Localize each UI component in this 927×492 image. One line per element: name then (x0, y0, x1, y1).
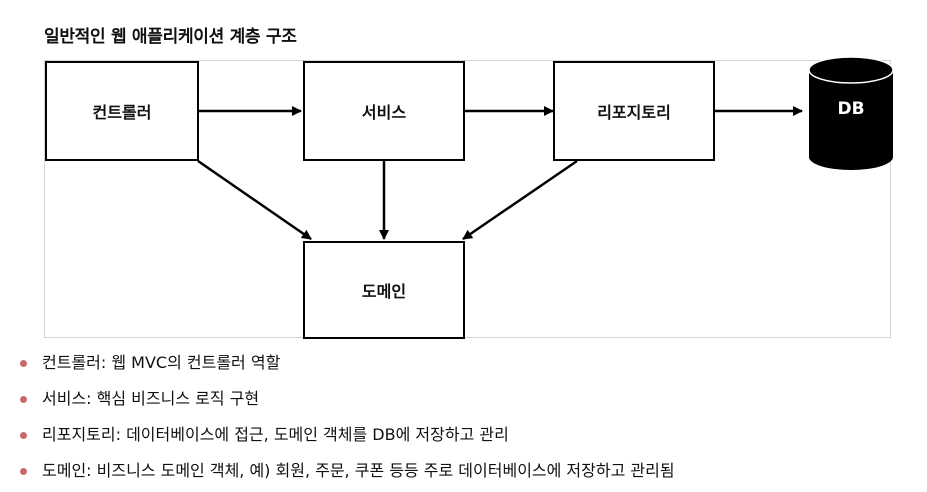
list-item: 리포지토리: 데이터베이스에 접근, 도메인 객체를 DB에 저장하고 관리 (20, 417, 675, 453)
bullet-icon (20, 432, 27, 439)
list-item-text: 리포지토리: 데이터베이스에 접근, 도메인 객체를 DB에 저장하고 관리 (42, 425, 509, 444)
bullet-icon (20, 396, 27, 403)
database-cylinder-icon (808, 56, 894, 170)
list-item: 컨트롤러: 웹 MVC의 컨트롤러 역할 (20, 345, 675, 381)
repository-label: 리포지토리 (597, 103, 671, 122)
list-item: 도메인: 비즈니스 도메인 객체, 예) 회원, 주문, 쿠폰 등등 주로 데이… (20, 453, 675, 489)
list-item-text: 서비스: 핵심 비즈니스 로직 구현 (42, 389, 260, 408)
database-label: DB (837, 99, 865, 119)
controller-box: 컨트롤러 (45, 61, 199, 161)
service-label: 서비스 (361, 103, 407, 122)
page-title: 일반적인 웹 애플리케이션 계층 구조 (44, 27, 297, 47)
diagram-arrows (197, 106, 803, 241)
controller-label: 컨트롤러 (92, 103, 152, 122)
database: DB (808, 56, 894, 171)
list-item-text: 도메인: 비즈니스 도메인 객체, 예) 회원, 주문, 쿠폰 등등 주로 데이… (42, 461, 675, 480)
arrow-repository-to-domain (462, 159, 578, 241)
arrow-controller-to-domain (197, 159, 312, 241)
list-item-text: 컨트롤러: 웹 MVC의 컨트롤러 역할 (42, 353, 281, 372)
domain-box: 도메인 (303, 241, 465, 339)
bullet-icon (20, 468, 27, 475)
bullet-icon (20, 360, 27, 367)
layer-diagram: 컨트롤러 서비스 리포지토리 도메인 DB (44, 56, 894, 339)
domain-label: 도메인 (361, 282, 407, 301)
repository-box: 리포지토리 (553, 61, 715, 161)
service-box: 서비스 (303, 61, 465, 161)
list-item: 서비스: 핵심 비즈니스 로직 구현 (20, 381, 675, 417)
description-list: 컨트롤러: 웹 MVC의 컨트롤러 역할 서비스: 핵심 비즈니스 로직 구현 … (20, 345, 675, 489)
